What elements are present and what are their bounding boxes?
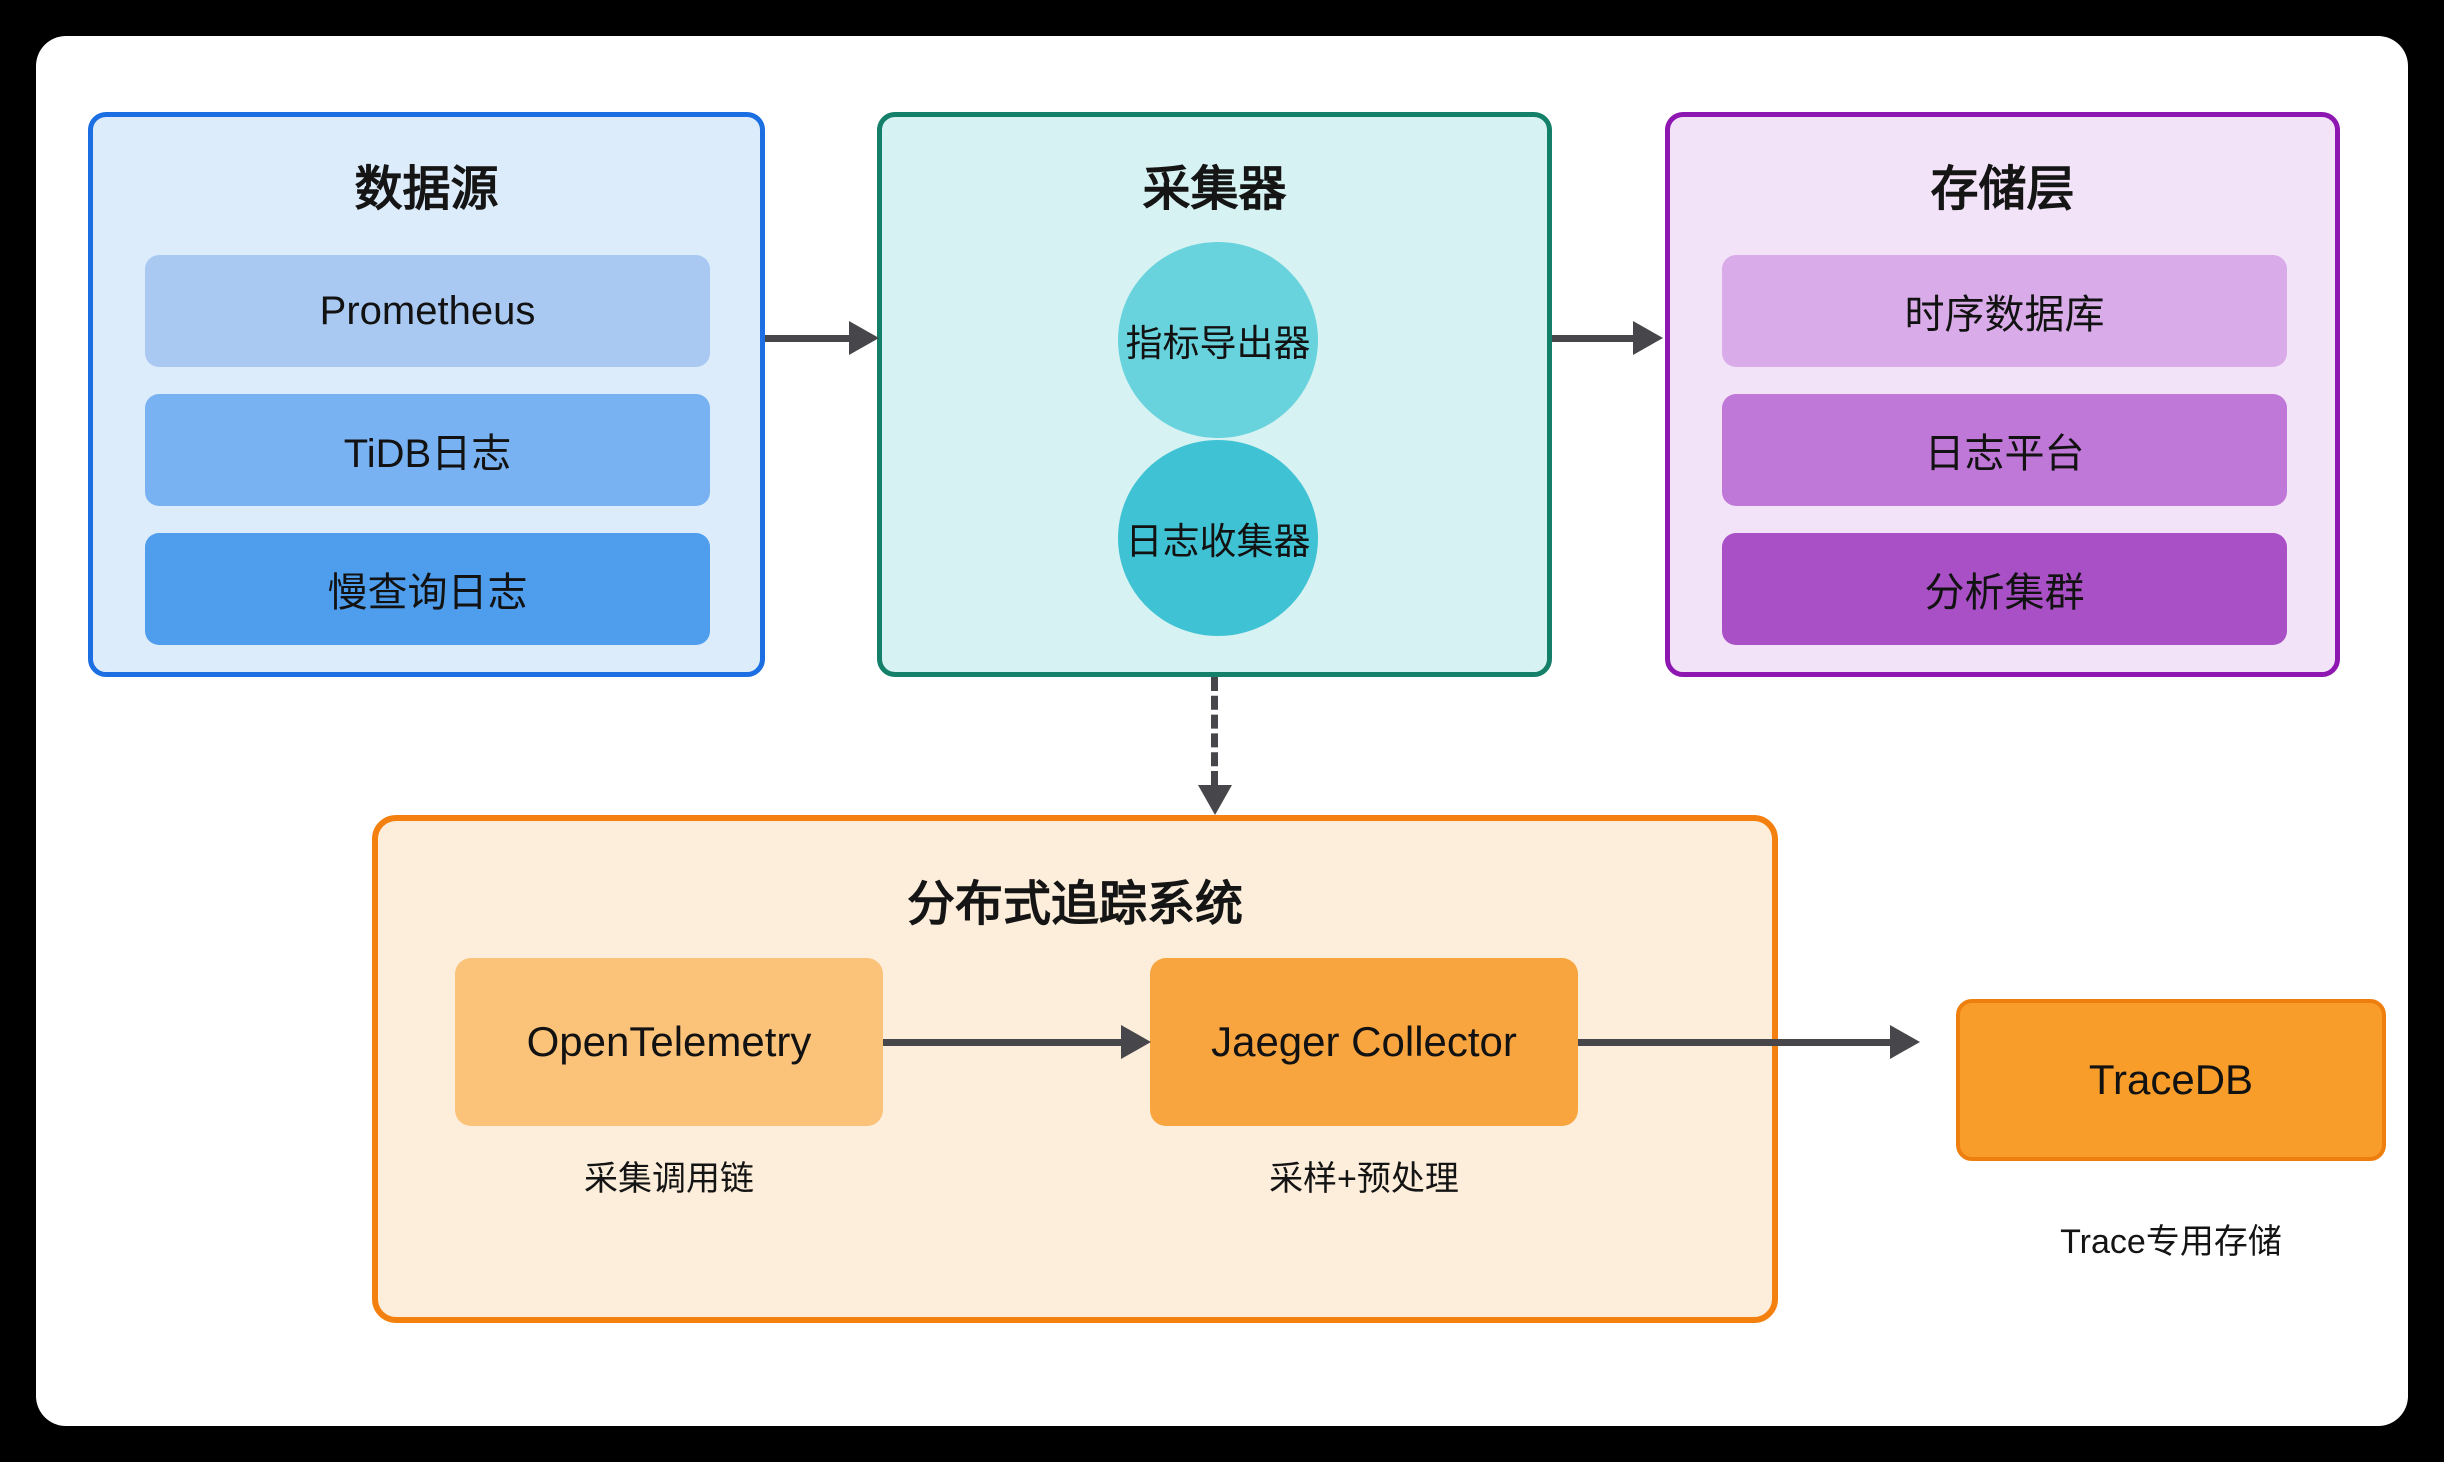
node-log-collector: 日志收集器: [1118, 440, 1318, 636]
group-data-sources: 数据源 Prometheus TiDB日志 慢查询日志: [88, 112, 765, 677]
arrowhead-right-icon: [849, 321, 879, 355]
group-title-distributed-tracing: 分布式追踪系统: [906, 878, 1243, 931]
group-title-data-sources: 数据源: [354, 163, 499, 216]
arrowhead-right-icon: [1121, 1025, 1151, 1059]
group-collector: 采集器 指标导出器 日志收集器: [877, 112, 1552, 677]
node-analysis-cluster: 分析集群: [1722, 533, 2287, 645]
group-distributed-tracing: 分布式追踪系统 OpenTelemetry Jaeger Collector 采…: [372, 815, 1778, 1323]
node-jaeger-collector: Jaeger Collector: [1150, 958, 1578, 1126]
arrow-shaft: [883, 1039, 1123, 1046]
node-opentelemetry: OpenTelemetry: [455, 958, 883, 1126]
node-tidb-logs: TiDB日志: [145, 394, 710, 506]
group-storage-layer: 存储层 时序数据库 日志平台 分析集群: [1665, 112, 2340, 677]
caption-opentelemetry: 采集调用链: [584, 1160, 754, 1198]
diagram-canvas: 数据源 Prometheus TiDB日志 慢查询日志 采集器 指标导出器 日志…: [36, 36, 2408, 1426]
arrowhead-right-icon: [1633, 321, 1663, 355]
arrowhead-down-icon: [1198, 785, 1232, 815]
caption-jaeger-collector: 采样+预处理: [1269, 1160, 1459, 1198]
caption-tracedb: Trace专用存储: [2060, 1223, 2282, 1261]
node-prometheus: Prometheus: [145, 255, 710, 367]
node-metrics-exporter: 指标导出器: [1118, 242, 1318, 438]
dashed-arrow-shaft: [1211, 677, 1218, 785]
node-log-platform: 日志平台: [1722, 394, 2287, 506]
arrowhead-right-icon: [1890, 1025, 1920, 1059]
node-tracedb: TraceDB: [1956, 999, 2386, 1161]
group-title-collector: 采集器: [1142, 163, 1287, 216]
arrow-shaft: [1578, 1039, 1892, 1046]
group-title-storage-layer: 存储层: [1930, 163, 2075, 216]
arrow-shaft: [765, 335, 853, 342]
node-slow-query-logs: 慢查询日志: [145, 533, 710, 645]
node-timeseries-db: 时序数据库: [1722, 255, 2287, 367]
arrow-shaft: [1552, 335, 1637, 342]
